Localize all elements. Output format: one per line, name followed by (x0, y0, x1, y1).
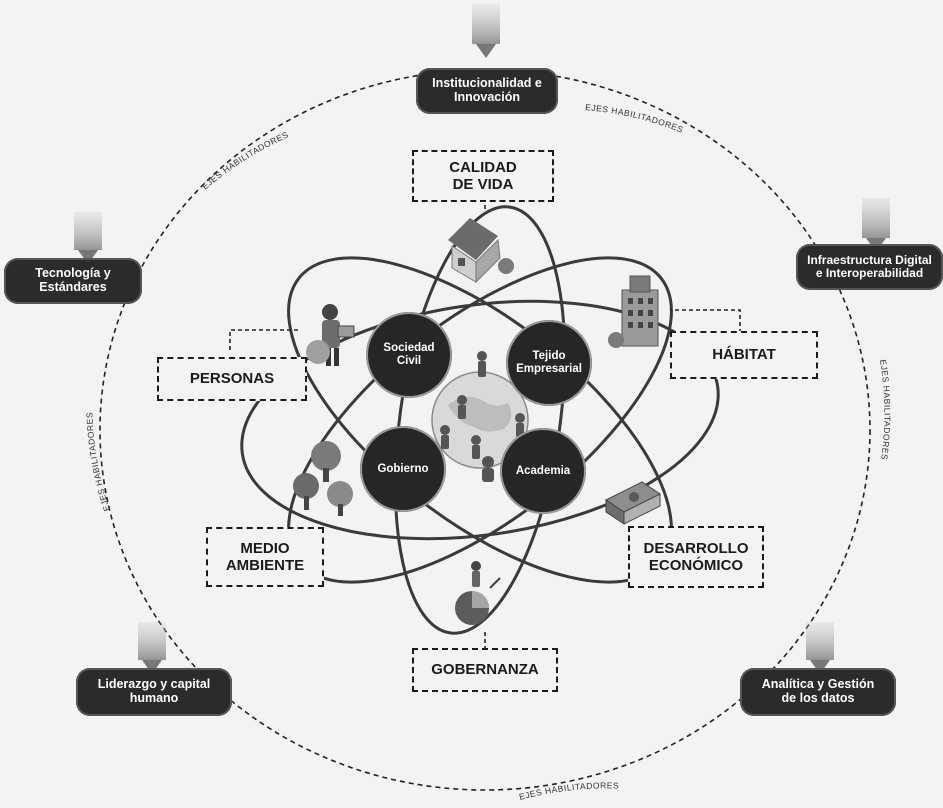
dimension-personas: PERSONAS (157, 357, 307, 401)
person-laptop-illustration (306, 304, 355, 366)
enabler-institucionalidad: Institucionalidad e Innovación (416, 68, 558, 114)
pie-chart-illustration (455, 561, 501, 625)
money-illustration (605, 481, 661, 525)
actor-gobierno: Gobierno (360, 426, 446, 512)
actor-academia: Academia (500, 428, 586, 514)
dimension-desarrollo-economico: DESARROLLO ECONÓMICO (628, 526, 764, 588)
actor-sociedad-civil: Sociedad Civil (366, 312, 452, 398)
beam-top (472, 4, 500, 58)
house-illustration (448, 218, 514, 284)
enabler-tecnologia: Tecnología y Estándares (4, 258, 142, 304)
building-illustration (608, 275, 659, 348)
dimension-medio-ambiente: MEDIO AMBIENTE (206, 527, 324, 587)
enabler-analitica: Analítica y Gestión de los datos (740, 668, 896, 716)
orbit-horizontal (240, 299, 720, 541)
trees-illustration (293, 441, 353, 516)
ring-label-top-left: EJES HABILITADORES (200, 129, 290, 191)
dimension-habitat: HÁBITAT (670, 331, 818, 379)
beam-bottom-right (806, 622, 834, 674)
people-figures (440, 351, 525, 482)
ring-label-left: EJES HABILITADORES (84, 412, 112, 513)
ring-label-bottom: EJES HABILITADORES (518, 780, 619, 802)
actor-tejido-empresarial: Tejido Empresarial (506, 320, 592, 406)
ring-label-top-right: EJES HABILITADORES (585, 102, 685, 135)
enabler-liderazgo: Liderazgo y capital humano (76, 668, 232, 716)
beam-left (74, 212, 102, 264)
enabler-infraestructura: Infraestructura Digital e Interoperabili… (796, 244, 943, 290)
ring-label-right: EJES HABILITADORES (878, 359, 892, 461)
beam-bottom-left (138, 622, 166, 674)
dimension-gobernanza: GOBERNANZA (412, 648, 558, 692)
dimension-calidad-de-vida: CALIDAD DE VIDA (412, 150, 554, 202)
